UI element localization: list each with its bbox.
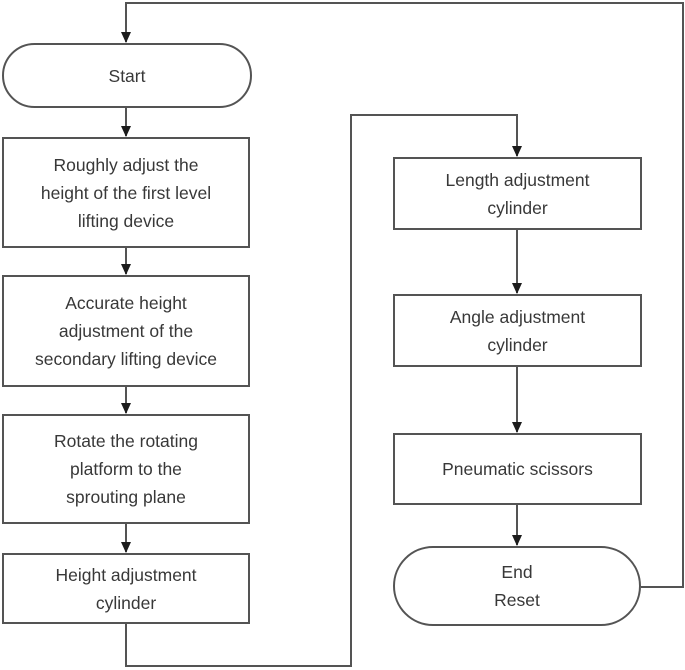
node-rotate-platform: Rotate the rotating platform to the spro…: [2, 414, 250, 524]
node-accurate-height: Accurate height adjustment of the second…: [2, 275, 250, 387]
edge-height-cyl-to-length-cyl: [125, 114, 522, 667]
node-pneumatic-scissors-label: Pneumatic scissors: [442, 459, 593, 479]
node-length-cylinder: Length adjustment cylinder: [393, 157, 642, 230]
node-length-cylinder-label: Length adjustment cylinder: [445, 169, 590, 218]
node-accurate-height-label: Accurate height adjustment of the second…: [35, 293, 217, 369]
node-start: Start: [2, 43, 252, 108]
node-start-label: Start: [108, 65, 146, 86]
node-angle-cylinder-label: Angle adjustment cylinder: [449, 306, 586, 355]
node-height-cylinder-label: Height adjustment cylinder: [55, 564, 197, 613]
node-pneumatic-scissors: Pneumatic scissors: [393, 433, 642, 505]
node-roughly-adjust: Roughly adjust the height of the first l…: [2, 137, 250, 248]
node-end-reset-label: End Reset: [494, 562, 540, 610]
node-rotate-platform-label: Rotate the rotating platform to the spro…: [54, 431, 198, 507]
node-roughly-adjust-label: Roughly adjust the height of the first l…: [40, 154, 212, 231]
node-angle-cylinder: Angle adjustment cylinder: [393, 294, 642, 367]
node-end-reset: End Reset: [393, 546, 641, 626]
edge-end-reset-loop-to-start: [121, 2, 684, 588]
node-height-cylinder: Height adjustment cylinder: [2, 553, 250, 624]
